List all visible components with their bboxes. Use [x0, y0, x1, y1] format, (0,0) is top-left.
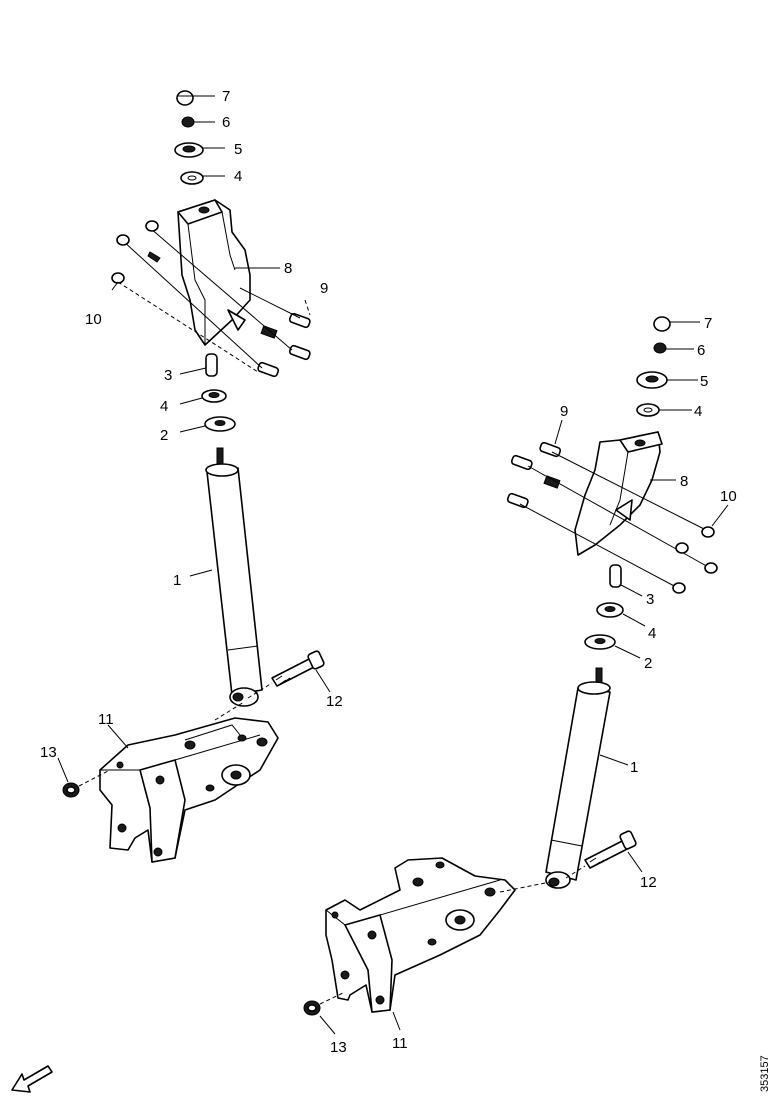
right-lower-mounting-bracket [325, 857, 551, 1031]
right-label-7: 7 [704, 315, 712, 332]
right-label-12: 12 [640, 874, 657, 891]
left-label-11: 11 [98, 711, 114, 728]
right-callout-labels: 7 6 5 9 4 8 10 3 4 2 1 12 11 13 [330, 315, 737, 1056]
right-shock-absorber-assembly [303, 316, 729, 1035]
left-callout-labels: 7 6 5 4 8 9 10 3 4 2 1 12 11 13 [40, 88, 343, 761]
right-label-3: 3 [646, 591, 654, 608]
left-sleeve [179, 353, 218, 377]
right-sleeve [609, 564, 643, 597]
left-rubber-bushing-lower [179, 389, 227, 405]
right-spacer [653, 342, 694, 354]
right-mounting-bracket [574, 431, 676, 556]
left-label-3: 3 [164, 367, 172, 384]
left-label-6: 6 [222, 114, 230, 131]
front-direction-arrow-icon [11, 1065, 53, 1093]
left-spacer [181, 116, 215, 128]
left-mounting-bracket [177, 199, 280, 346]
left-label-5: 5 [234, 141, 242, 158]
left-label-13: 13 [40, 744, 57, 761]
right-label-4-top: 4 [694, 403, 702, 420]
right-nut [653, 316, 700, 332]
right-bracket-nuts [672, 504, 729, 594]
right-label-1: 1 [630, 759, 638, 776]
right-rubber-bushing-top [636, 403, 692, 417]
left-label-7: 7 [222, 88, 230, 105]
right-label-13: 13 [330, 1039, 347, 1056]
left-lower-mounting-bracket [99, 717, 279, 863]
left-label-2: 2 [160, 427, 168, 444]
right-label-8: 8 [680, 473, 688, 490]
left-nut [176, 90, 215, 106]
right-label-4-lower: 4 [648, 625, 656, 642]
left-label-4-lower: 4 [160, 398, 168, 415]
left-lower-nut [57, 757, 111, 798]
right-label-9: 9 [560, 403, 568, 420]
right-cup-washer [636, 371, 698, 389]
left-shock-absorber-assembly [57, 90, 331, 863]
left-label-9: 9 [320, 280, 328, 297]
right-washer [584, 634, 641, 659]
left-label-8: 8 [284, 260, 292, 277]
right-label-11: 11 [392, 1035, 408, 1052]
left-rubber-bushing-top [180, 171, 225, 185]
right-lower-nut [303, 991, 346, 1035]
left-shock-absorber [189, 447, 263, 707]
left-bracket-bolts [121, 227, 311, 378]
right-label-2: 2 [644, 655, 652, 672]
left-cup-washer [174, 142, 225, 158]
left-washer [179, 416, 236, 433]
right-shock-absorber [545, 667, 629, 889]
left-label-4-top: 4 [234, 168, 242, 185]
right-rubber-bushing-lower [596, 602, 646, 627]
right-label-10: 10 [720, 488, 737, 505]
right-label-6: 6 [697, 342, 705, 359]
document-id: 353157 [759, 1055, 771, 1092]
left-lower-bolt [247, 650, 331, 699]
left-label-1: 1 [173, 572, 181, 589]
right-lower-bolt [565, 830, 643, 879]
left-bracket-nuts [111, 220, 259, 373]
left-label-12: 12 [326, 693, 343, 710]
right-label-5: 5 [700, 373, 708, 390]
left-label-10: 10 [85, 311, 102, 328]
